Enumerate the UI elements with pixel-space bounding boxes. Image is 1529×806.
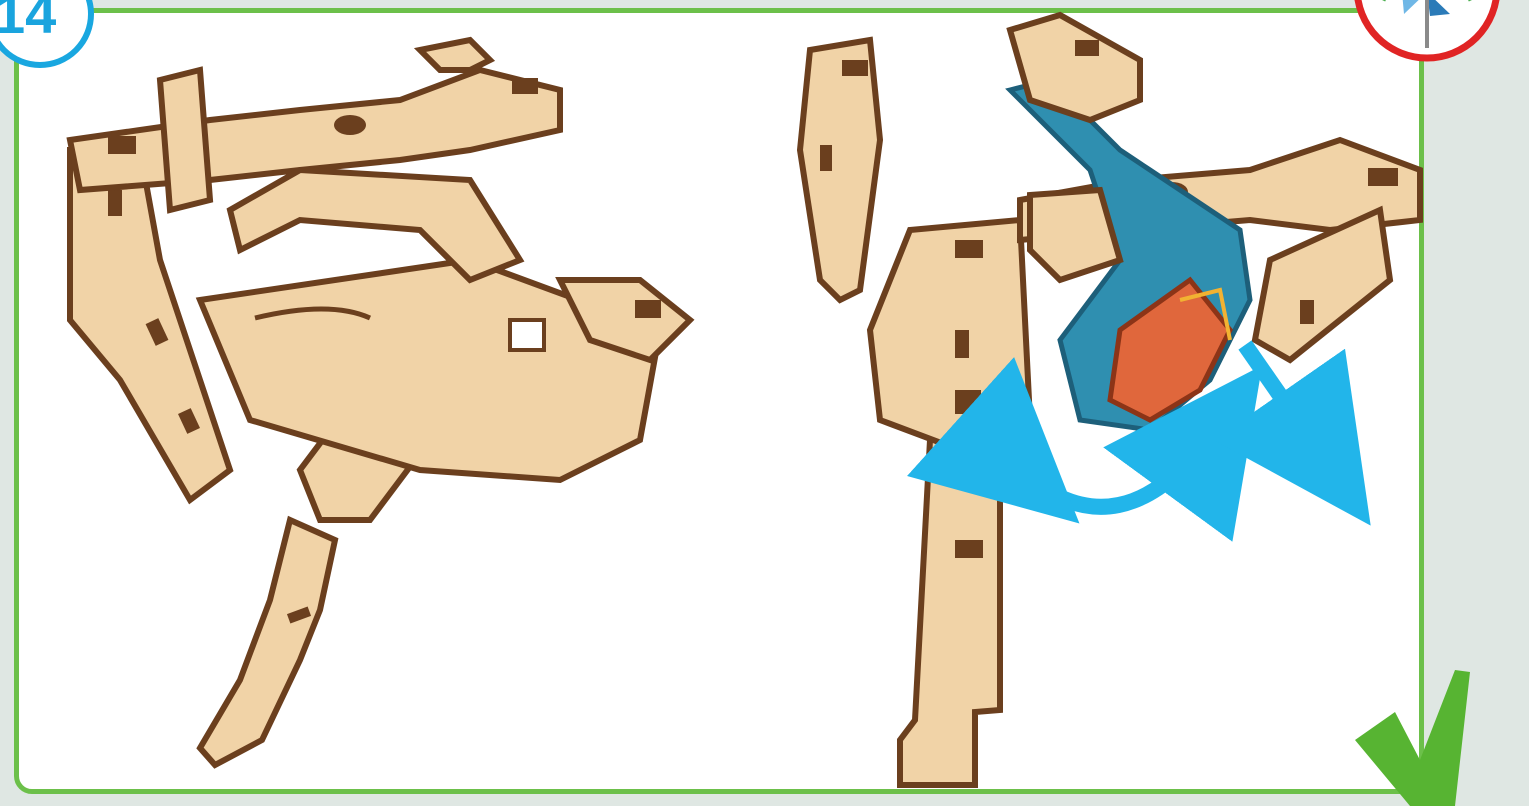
- check-icon: [1355, 670, 1470, 806]
- wooden-assembly-side-view: [800, 15, 1420, 785]
- wooden-assembly-front-view: [70, 40, 690, 765]
